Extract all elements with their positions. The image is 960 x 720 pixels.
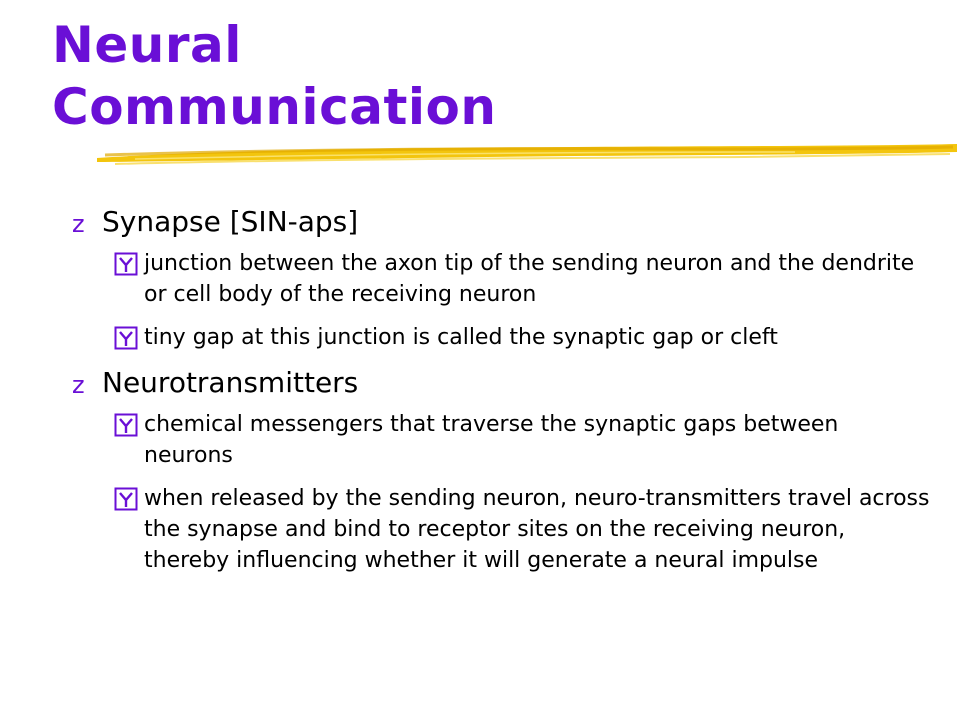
slide-content: z Synapse [SIN-aps] junction between the… xyxy=(72,204,952,588)
z-bullet-icon: z xyxy=(72,210,85,238)
sub-point-text: chemical messengers that traverse the sy… xyxy=(144,412,839,468)
sub-point-text: tiny gap at this junction is called the … xyxy=(144,325,778,350)
section-heading: z Neurotransmitters xyxy=(72,365,952,401)
sub-point: junction between the axon tip of the sen… xyxy=(114,248,934,310)
sub-point-text: when released by the sending neuron, neu… xyxy=(144,486,930,573)
slide-title-line-1: Neural xyxy=(52,16,242,74)
checkbox-bullet-icon xyxy=(114,413,138,437)
title-underline-stroke xyxy=(97,144,957,165)
slide-title-line-2: Communication xyxy=(52,78,497,136)
checkbox-bullet-icon xyxy=(114,326,138,350)
section-synapse: z Synapse [SIN-aps] junction between the… xyxy=(72,204,952,353)
section-neurotransmitters: z Neurotransmitters chemical messengers … xyxy=(72,365,952,576)
section-heading-text: Neurotransmitters xyxy=(102,366,359,399)
sub-point: when released by the sending neuron, neu… xyxy=(114,483,934,576)
sub-point: chemical messengers that traverse the sy… xyxy=(114,409,934,471)
sub-point: tiny gap at this junction is called the … xyxy=(114,322,934,353)
section-heading-text: Synapse [SIN-aps] xyxy=(102,205,359,238)
checkbox-bullet-icon xyxy=(114,252,138,276)
z-bullet-icon: z xyxy=(72,371,85,399)
sub-point-text: junction between the axon tip of the sen… xyxy=(144,251,915,307)
section-heading: z Synapse [SIN-aps] xyxy=(72,204,952,240)
checkbox-bullet-icon xyxy=(114,487,138,511)
slide-title: Neural Communication xyxy=(52,14,496,138)
